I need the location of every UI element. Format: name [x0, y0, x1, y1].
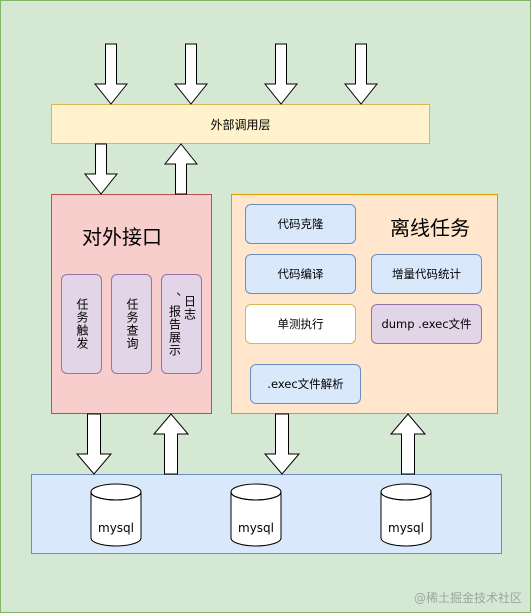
unit-test-label: 单测执行	[277, 317, 324, 331]
code-clone-label: 代码克隆	[277, 217, 324, 231]
code-compile-box: 代码编译	[245, 254, 356, 294]
database-icon-2	[230, 483, 282, 547]
outer-call-layer: 外部调用层	[51, 104, 430, 144]
dump-exec-box: dump .exec文件	[371, 304, 482, 344]
database-label-3: mysql	[388, 521, 424, 535]
up-arrow-offline-db	[389, 413, 427, 475]
offline-tasks-title: 离线任务	[390, 216, 470, 240]
task-query-label: 任务查询	[125, 298, 139, 350]
down-arrow-offline-db	[263, 413, 301, 475]
code-compile-label: 代码编译	[277, 267, 324, 281]
down-arrow-interface	[83, 143, 119, 195]
down-arrow-4	[343, 43, 379, 105]
external-interface-title: 对外接口	[82, 225, 162, 249]
task-query-box: 任务查询	[111, 274, 152, 374]
exec-parse-label: .exec文件解析	[267, 377, 344, 391]
log-report-label-line2: 、报告展示	[167, 291, 182, 357]
task-trigger-box: 任务触发	[61, 274, 102, 374]
unit-test-box: 单测执行	[245, 304, 356, 344]
up-arrow-interface	[163, 143, 199, 195]
task-trigger-label: 任务触发	[75, 298, 89, 350]
down-arrow-3	[263, 43, 299, 105]
log-report-box: 、报告展示 日志	[161, 274, 202, 374]
code-clone-box: 代码克隆	[245, 204, 356, 244]
outer-call-layer-label: 外部调用层	[210, 117, 271, 132]
database-icon-3	[380, 483, 432, 547]
incremental-stats-label: 增量代码统计	[392, 267, 461, 281]
up-arrow-interface-db	[152, 413, 190, 475]
down-arrow-1	[93, 43, 129, 105]
exec-parse-box: .exec文件解析	[250, 364, 361, 404]
log-report-label-line1: 日志	[182, 295, 197, 321]
database-label-1: mysql	[98, 521, 134, 535]
watermark: @稀土掘金技术社区	[413, 591, 522, 605]
incremental-stats-box: 增量代码统计	[371, 254, 482, 294]
database-icon-1	[90, 483, 142, 547]
dump-exec-label: dump .exec文件	[381, 317, 472, 331]
down-arrow-2	[173, 43, 209, 105]
database-label-2: mysql	[238, 521, 274, 535]
down-arrow-interface-db	[75, 413, 113, 475]
